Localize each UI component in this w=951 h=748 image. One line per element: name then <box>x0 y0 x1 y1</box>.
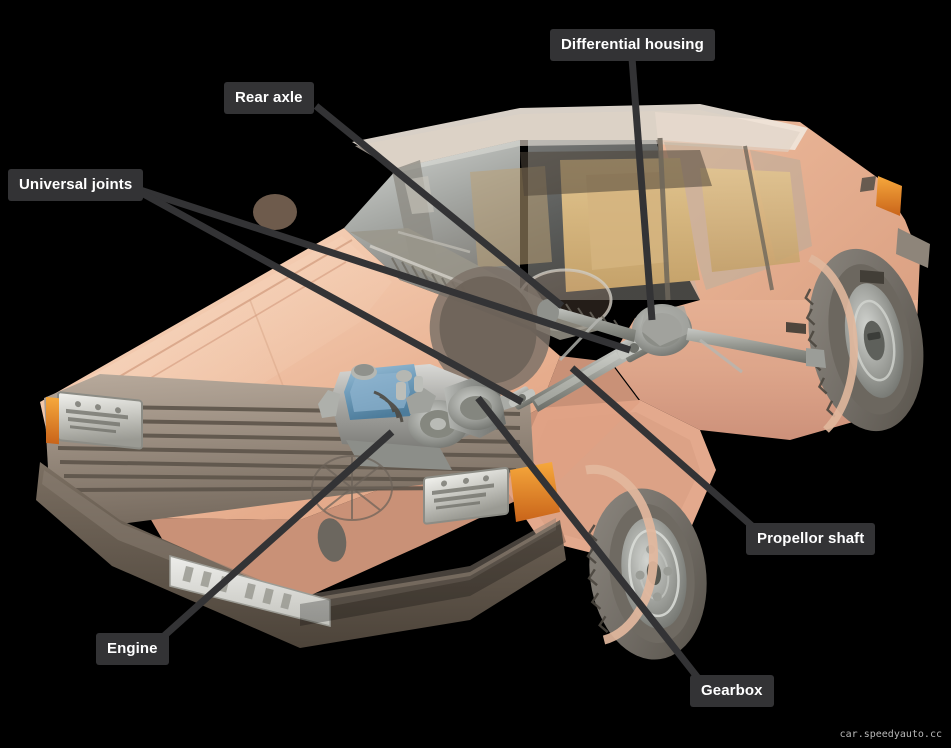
callout-label-universal-joints: Universal joints <box>19 176 133 193</box>
callout-label-gearbox: Gearbox <box>701 682 763 699</box>
watermark: car.speedyauto.cc <box>839 729 942 740</box>
callout-engine[interactable]: Engine <box>96 633 169 665</box>
callout-rear-axle[interactable]: Rear axle <box>224 82 314 114</box>
callout-differential-housing[interactable]: Differential housing <box>550 29 715 61</box>
callout-propellor-shaft[interactable]: Propellor shaft <box>746 523 876 555</box>
callout-label-differential-housing: Differential housing <box>561 36 704 53</box>
callout-label-rear-axle: Rear axle <box>235 89 303 106</box>
callout-label-engine: Engine <box>107 640 158 657</box>
callout-universal-joints[interactable]: Universal joints <box>8 169 144 201</box>
callout-gearbox[interactable]: Gearbox <box>690 675 774 707</box>
callout-label-propellor-shaft: Propellor shaft <box>757 530 865 547</box>
